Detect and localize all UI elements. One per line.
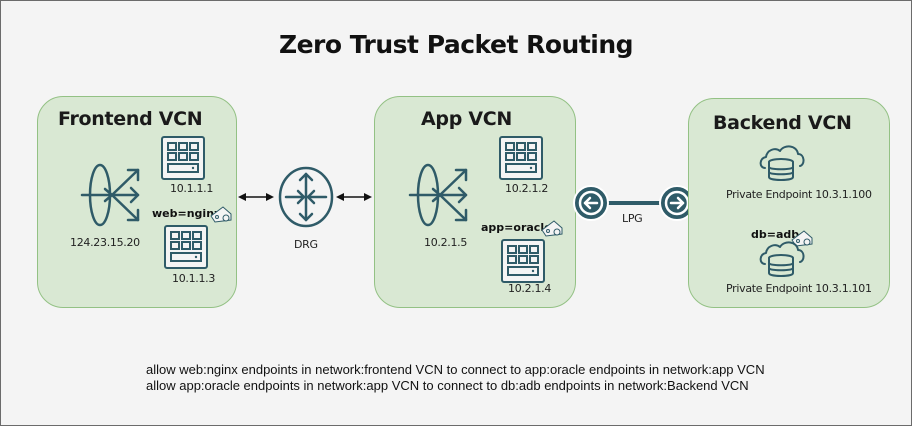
policy-statement: allow app:oracle endpoints in network:ap… xyxy=(146,378,749,393)
compute-instance-icon xyxy=(501,239,545,283)
frontend-lb-ip: 124.23.15.20 xyxy=(70,236,140,249)
app-vcn-title: App VCN xyxy=(421,108,512,130)
compute-instance-icon xyxy=(164,225,208,269)
frontend-vcn-title: Frontend VCN xyxy=(58,108,203,130)
app-instance-ip: 10.2.1.4 xyxy=(508,282,552,295)
bidirectional-arrow-icon xyxy=(238,193,274,201)
tag-icon xyxy=(541,220,563,237)
backend-endpoint-label: Private Endpoint 10.3.1.100 xyxy=(726,188,872,201)
backend-vcn-title: Backend VCN xyxy=(713,112,852,134)
tag-icon xyxy=(791,230,813,247)
database-cloud-icon xyxy=(759,145,805,181)
frontend-instance-ip: 10.1.1.3 xyxy=(172,272,216,285)
app-instance-tag: app=oracle xyxy=(481,221,552,234)
load-balancer-icon xyxy=(408,163,468,227)
lpg-label: LPG xyxy=(622,212,643,225)
app-instance-ip: 10.2.1.2 xyxy=(505,182,549,195)
diagram-title: Zero Trust Packet Routing xyxy=(278,30,634,59)
backend-endpoint-label: Private Endpoint 10.3.1.101 xyxy=(726,282,872,295)
drg-label: DRG xyxy=(294,238,318,251)
frontend-instance-ip: 10.1.1.1 xyxy=(170,182,214,195)
compute-instance-icon xyxy=(161,136,205,180)
compute-instance-icon xyxy=(499,136,543,180)
drg-router-icon xyxy=(278,166,334,228)
load-balancer-icon xyxy=(80,163,140,227)
database-cloud-icon xyxy=(759,241,805,277)
frontend-vcn xyxy=(37,96,237,308)
policy-statement: allow web:nginx endpoints in network:fro… xyxy=(146,362,765,377)
backend-endpoint-tag: db=adb xyxy=(751,228,800,241)
lpg-peering-icon xyxy=(573,185,695,221)
bidirectional-arrow-icon xyxy=(336,193,372,201)
app-lb-ip: 10.2.1.5 xyxy=(424,236,468,249)
tag-icon xyxy=(210,206,232,223)
frontend-instance-tag: web=nginx xyxy=(152,207,222,220)
